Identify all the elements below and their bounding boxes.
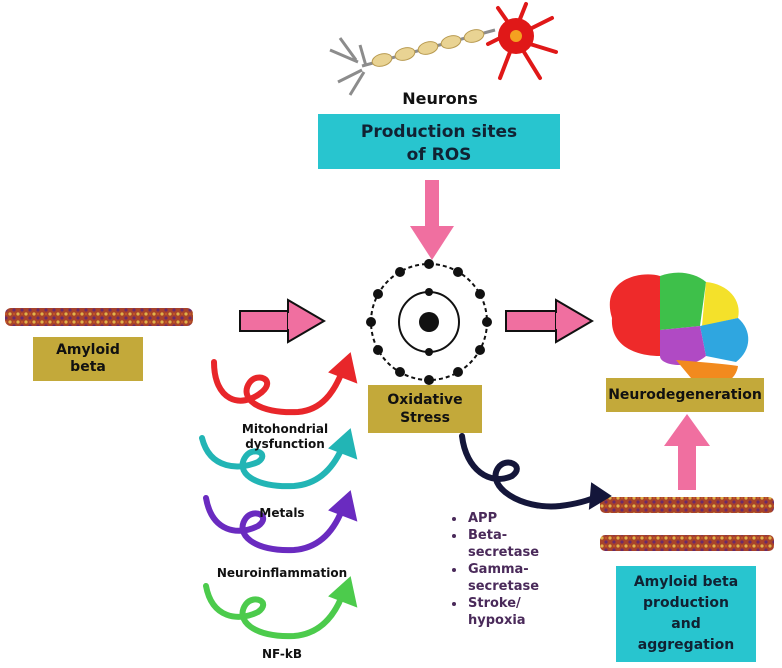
factor-item-continued: hypoxia <box>468 613 526 628</box>
label-mitochondrial-line1: Mitohondrial <box>242 422 328 436</box>
label-mitochondrial-line2: dysfunction <box>245 437 325 451</box>
amyloid-fibril <box>5 308 193 326</box>
factor-item: Stroke/ <box>466 595 539 612</box>
amyloid-fibril-lower <box>600 535 774 551</box>
arrowhead-nfkb <box>328 576 358 608</box>
production-box: Amyloid beta production and aggregation <box>616 566 756 662</box>
production-box-line1: Amyloid beta <box>633 574 739 590</box>
spiral-arrow-mitochondrial <box>211 359 345 416</box>
amyloid-box-line1: Amyloid <box>56 342 120 358</box>
label-nfkb: NF-kB <box>262 647 302 661</box>
arrow-stress-to-brain <box>505 298 594 344</box>
neurodegeneration-box: Neurodegeneration <box>606 378 764 412</box>
production-box-line2: production <box>643 595 729 611</box>
amyloid-fibril-upper <box>600 497 774 513</box>
atom-illustration <box>366 259 492 385</box>
oxidative-stress-box: Oxidative Stress <box>368 385 482 433</box>
arrowhead-metals <box>328 428 358 460</box>
spiral-arrow-stress-to-fibril <box>459 433 601 510</box>
arrow-amyloid-to-stress <box>239 298 326 344</box>
factor-item-continued: secretase <box>468 545 540 560</box>
production-box-line4: aggregation <box>637 637 735 653</box>
neuron-illustration <box>329 2 558 96</box>
oxidative-box-line1: Oxidative <box>387 392 463 408</box>
ros-box <box>318 114 560 169</box>
oxidative-box-line2: Stress <box>400 410 450 426</box>
factor-item: Gamma- <box>466 561 539 578</box>
arrow-ros-to-stress <box>410 180 454 260</box>
label-neuroinflammation: Neuroinflammation <box>217 566 347 580</box>
ros-box-line1: Production sites <box>361 122 517 142</box>
amyloid-box: Amyloid beta <box>33 337 143 381</box>
arrowhead-stress-to-fibril <box>588 482 612 510</box>
production-box-line3: and <box>671 616 701 632</box>
factor-item: APP <box>466 510 539 527</box>
ros-box-line2: of ROS <box>407 145 472 165</box>
amyloid-box-line2: beta <box>70 359 106 375</box>
spiral-arrow-nfkb <box>203 583 345 640</box>
neurodegeneration-label: Neurodegeneration <box>608 387 762 403</box>
arrowhead-neuroinflammation <box>328 490 358 522</box>
factor-item-continued: secretase <box>468 579 540 594</box>
factors-list: APP Beta- secretase Gamma- secretase Str… <box>452 510 539 629</box>
label-metals: Metals <box>259 506 304 520</box>
factor-item: Beta- <box>466 527 539 544</box>
neurons-label: Neurons <box>402 89 477 108</box>
brain-illustration <box>609 272 749 396</box>
spiral-arrow-metals <box>199 435 345 490</box>
spiral-arrow-neuroinflammation <box>203 495 345 554</box>
arrowhead-mitochondrial <box>328 352 358 384</box>
arrow-production-to-neurodegeneration <box>664 414 710 490</box>
